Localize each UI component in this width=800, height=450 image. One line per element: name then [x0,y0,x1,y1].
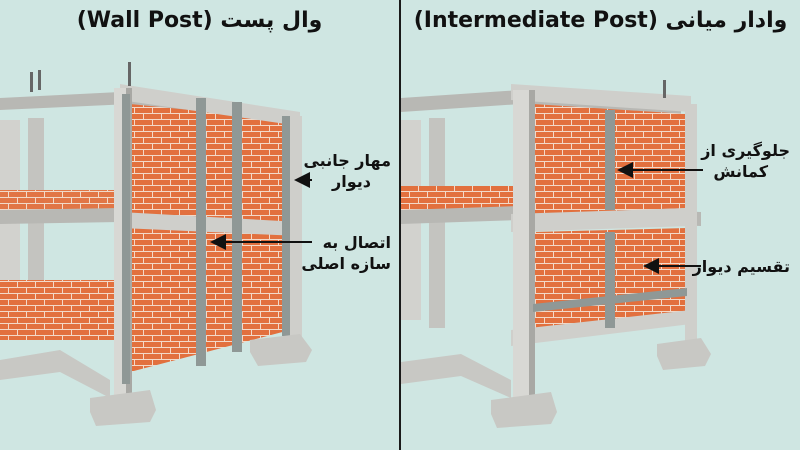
end-column [685,104,697,344]
top-slab [0,92,300,132]
label-line: سازه اصلی [301,254,391,273]
side-anchor-label: مهار جانبی دیوار [303,150,391,192]
label-line: دیوار [332,172,371,191]
floor-beam [120,212,300,236]
panel-title: وادار میانی (Intermediate Post) [413,8,788,33]
footing [491,392,557,428]
intermediate-post-panel: وادار میانی (Intermediate Post) جلوگیری … [401,0,800,450]
roof-beam [511,84,691,112]
floor-beam [511,208,691,232]
intermediate-post [605,110,615,210]
wall-post [196,98,206,366]
wall-post [232,102,242,352]
wall-post [122,94,130,384]
wall-post-illustration [0,62,312,426]
label-line: اتصال به [322,233,391,252]
footing [0,350,110,398]
intermediate-post [605,232,615,328]
panel-divider [399,0,401,450]
panel-title: وال پست (Wall Post) [76,8,323,33]
connection-label: اتصال به سازه اصلی [301,232,391,274]
footing [401,354,511,398]
buckling-label: جلوگیری از کمانش [701,140,790,182]
footing [657,338,711,370]
ground-beam [511,310,691,346]
wall-post-panel: وال پست (Wall Post) مهار جانبی دیوار اتص… [0,0,399,450]
back-brick-wall [0,280,120,340]
roof-beam [120,84,300,126]
wall-post [282,116,290,336]
label-line: جلوگیری از [701,141,790,160]
footing [90,390,156,426]
brick-wall [130,104,290,372]
wall-division-label: تقسیم دیوار [692,257,790,276]
end-column [290,116,302,340]
column [429,118,445,328]
horizontal-tie [533,288,687,312]
label-line: کمانش [713,162,768,181]
intermediate-post-illustration [401,80,711,428]
label-line: مهار جانبی [303,151,391,170]
footing [250,334,312,366]
